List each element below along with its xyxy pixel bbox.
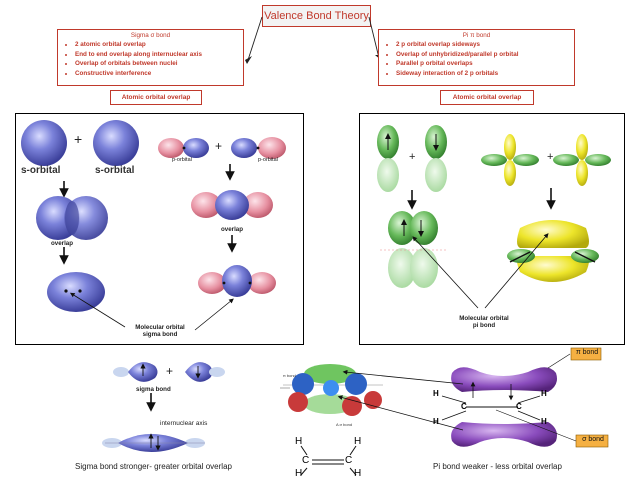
- p-orbital-label-1: p-orbital: [172, 157, 192, 163]
- plus-sign: +: [547, 151, 554, 163]
- plus-sign: +: [215, 139, 223, 153]
- atom-label-h: H: [354, 436, 362, 447]
- sigma-bond-label: sigma bond: [136, 386, 171, 393]
- atom-label-h: H: [354, 468, 362, 479]
- internuclear-axis-label: internuclear axis: [160, 420, 208, 427]
- p-orbital-label-2: p-orbital: [258, 157, 278, 163]
- sigma-heading: Sigma σ bond: [130, 32, 171, 39]
- pi-bullets-box: Pi π bond 2 p orbital overlap sideways O…: [378, 29, 575, 86]
- atom-label-h: H: [541, 417, 547, 426]
- list-item: Overlap of orbitals between nuclei: [75, 60, 237, 69]
- sigma-mo-line1: Molecular orbital: [135, 324, 185, 331]
- s-orbital-sphere: [93, 120, 139, 166]
- pi-atomic-overlap-tag: Atomic orbital overlap: [440, 90, 534, 105]
- s-orbital-label-2: s-orbital: [95, 165, 135, 176]
- sigma-caption: Sigma bond stronger- greater orbital ove…: [75, 462, 232, 471]
- small-pi-label: π bond: [283, 373, 296, 378]
- s-orbital-sphere: [21, 120, 67, 166]
- s-orbital-label-1: s-orbital: [21, 165, 61, 176]
- pi-mo-line2: pi bond: [472, 322, 496, 329]
- list-item: 2 atomic orbital overlap: [75, 41, 237, 50]
- page-title: Valence Bond Theory: [262, 5, 371, 27]
- atom-label-c: C: [516, 402, 522, 411]
- list-item: 2 p orbital overlap sideways: [396, 41, 568, 50]
- list-item: Parallel p orbital overlaps: [396, 60, 568, 69]
- plus-sign: +: [166, 364, 174, 378]
- plus-sign: +: [74, 131, 83, 147]
- sigma-molecular-orbital: [47, 272, 105, 312]
- pi-bond-tag: π bond: [575, 349, 599, 356]
- pi-mo-line1: Molecular orbital: [459, 315, 509, 322]
- small-sigma-label: A σ bond: [336, 422, 353, 427]
- pi-bullet-list: 2 p orbital overlap sideways Overlap of …: [385, 41, 568, 78]
- list-item: Constructive interference: [75, 70, 237, 79]
- pi-heading: Pi π bond: [462, 32, 491, 39]
- plus-sign: +: [409, 151, 416, 163]
- list-item: Sideway interaction of 2 p orbitals: [396, 70, 568, 79]
- sigma-atomic-overlap-tag: Atomic orbital overlap: [110, 90, 202, 105]
- overlap-label-1: overlap: [51, 240, 74, 247]
- sigma-bond-tag: σ bond: [582, 436, 604, 443]
- atom-label-c: C: [302, 455, 310, 466]
- pi-mo-label: Molecular orbital pi bond: [440, 315, 528, 329]
- sigma-bullet-list: 2 atomic orbital overlap End to end over…: [64, 41, 237, 78]
- sigma-mo-label: Molecular orbital sigma bond: [120, 324, 200, 338]
- list-item: End to end overlap along internuclear ax…: [75, 51, 237, 60]
- atom-label-h: H: [295, 468, 303, 479]
- atom-label-h: H: [295, 436, 303, 447]
- list-item: Overlap of unhybridized/parallel p orbit…: [396, 51, 568, 60]
- atom-label-c: C: [461, 402, 467, 411]
- atom-label-h: H: [433, 389, 439, 398]
- overlap-label-2: overlap: [221, 226, 244, 233]
- sigma-bullets-box: Sigma σ bond 2 atomic orbital overlap En…: [57, 29, 244, 86]
- atom-label-h: H: [541, 389, 547, 398]
- pi-caption: Pi bond weaker - less orbital overlap: [433, 462, 562, 471]
- atom-label-h: H: [433, 417, 439, 426]
- sigma-mo-line2: sigma bond: [142, 331, 178, 338]
- atom-label-c: C: [345, 455, 353, 466]
